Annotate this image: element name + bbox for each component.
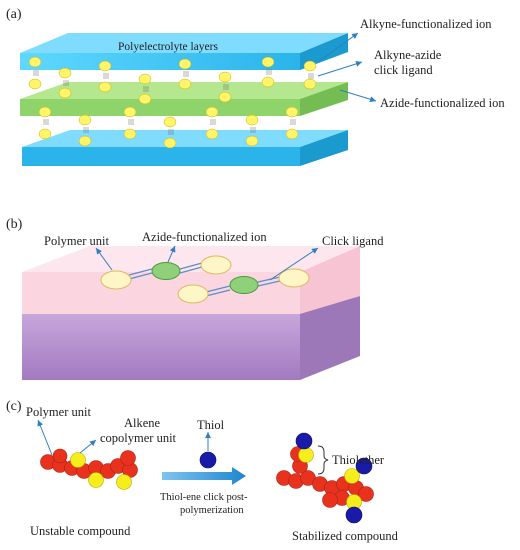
unstable-compound-chain xyxy=(40,448,138,490)
panel-c-tag: (c) xyxy=(6,399,22,414)
thiolether-brace xyxy=(317,445,329,475)
azide-ion xyxy=(123,106,137,140)
thiol-label: Thiol xyxy=(197,418,225,432)
azide-ion xyxy=(163,116,177,149)
alkyne-ion-label: Alkyne-functionalized ion xyxy=(360,17,492,31)
polymer-unit xyxy=(200,255,232,275)
arrow-to-azide-ion xyxy=(167,245,176,263)
bottom-polyelectrolyte-layer xyxy=(22,130,348,166)
azide-ion-unit xyxy=(229,276,259,294)
alkyne-ion xyxy=(58,67,72,99)
polymer-unit xyxy=(100,270,132,290)
panel-b-tag: (b) xyxy=(6,217,23,232)
polymer-film-layer xyxy=(22,246,360,314)
azide-ion xyxy=(38,106,52,140)
lower-ion-row xyxy=(38,106,299,149)
polymer-unit xyxy=(278,268,310,288)
panel-a-tag: (a) xyxy=(6,7,22,22)
reaction-label-line2: polymerization xyxy=(180,505,244,516)
arrow-to-alkene-unit xyxy=(79,439,97,454)
reaction-label-line1: Thiol-ene click post- xyxy=(160,492,248,503)
alkyne-ion xyxy=(98,60,112,93)
alkyne-ion xyxy=(138,73,152,105)
arrow-to-click-ligand-label xyxy=(317,60,363,77)
alkyne-ion xyxy=(218,71,232,103)
stabilized-compound-label: Stabilized compound xyxy=(292,529,399,543)
azide-ion xyxy=(245,114,259,147)
polyelectrolyte-layers-label: Polyelectrolyte layers xyxy=(118,41,218,53)
click-ligand-label-line1: Alkyne-azide xyxy=(374,48,442,62)
substrate-layer xyxy=(22,296,360,380)
reaction-arrow xyxy=(162,467,246,485)
alkene-label-line2: copolymer unit xyxy=(100,431,177,445)
arrow-to-azide-label xyxy=(339,89,377,103)
arrow-to-polymer-unit xyxy=(95,247,113,271)
panel-a: (a) Polyelectrolyte layers xyxy=(6,7,505,166)
c-polymer-unit-label: Polymer unit xyxy=(26,405,91,419)
click-ligand-label: Click ligand xyxy=(322,234,384,248)
panel-b: (b) Polymer unit Azide- xyxy=(6,217,384,380)
azide-ion xyxy=(205,106,219,140)
thiol-molecule xyxy=(199,451,217,469)
panel-c: (c) Polymer unit Alkene copolymer unit U… xyxy=(6,399,399,543)
click-ligand-label-line2: click ligand xyxy=(374,63,433,77)
azide-ion xyxy=(285,106,299,140)
alkyne-ion xyxy=(303,60,317,90)
upper-ion-row xyxy=(28,56,317,105)
unstable-compound-label: Unstable compound xyxy=(30,524,131,538)
alkyne-ion xyxy=(178,58,192,90)
polymer-unit-label: Polymer unit xyxy=(44,234,109,248)
azide-ion-label: Azide-functionalized ion xyxy=(142,230,267,244)
polymer-unit xyxy=(177,284,209,304)
azide-ion-label: Azide-functionalized ion xyxy=(380,96,505,110)
alkyne-ion xyxy=(28,56,42,90)
stabilized-compound-chain xyxy=(276,432,374,524)
azide-ion-unit xyxy=(151,262,181,280)
click-ligand-links xyxy=(128,262,281,297)
alkene-label-line1: Alkene xyxy=(124,416,161,430)
arrow-to-c-polymer-unit xyxy=(37,419,53,456)
alkyne-ion xyxy=(261,56,275,88)
arrow-to-click-ligand xyxy=(269,247,319,281)
top-polyelectrolyte-layer: Polyelectrolyte layers xyxy=(20,33,348,70)
thiolether-label: Thiolether xyxy=(332,453,385,467)
arrow-to-alkyne-label xyxy=(317,32,359,63)
azide-ion xyxy=(78,114,92,147)
